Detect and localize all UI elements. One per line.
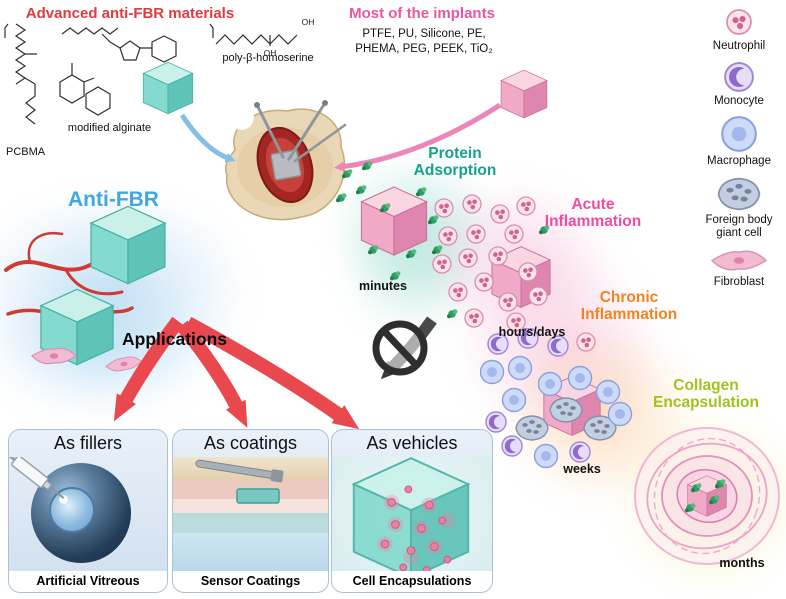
stage-acute-time: hours/days bbox=[498, 325, 566, 339]
atom-label-oh2: OH bbox=[302, 17, 315, 27]
iris-graphic bbox=[49, 487, 95, 533]
implant-site-graphic bbox=[224, 100, 347, 221]
stage-chronic-time: weeks bbox=[563, 462, 601, 476]
legend-item-macrophage: Macrophage bbox=[707, 115, 771, 168]
stage-chronic-inflammation-graphic bbox=[480, 328, 633, 469]
homoserine-label: poly-β-homoserine bbox=[222, 52, 314, 64]
implant-list-line1: PTFE, PU, Silicone, PE, bbox=[362, 28, 486, 40]
stage-collagen-time: months bbox=[719, 556, 765, 570]
fibroblast-icon bbox=[711, 250, 767, 271]
blue-arrow bbox=[179, 113, 236, 163]
implanted-sensor-icon bbox=[195, 459, 284, 504]
tissue-layer-fluid bbox=[173, 533, 328, 571]
panel-caption: Artificial Vitreous bbox=[9, 571, 167, 592]
panel-caption: Sensor Coatings bbox=[173, 571, 328, 592]
applications-label: Applications bbox=[122, 329, 228, 349]
materials-title: Advanced anti-FBR materials bbox=[25, 5, 235, 22]
legend-item-fbgc: Foreign body giant cell bbox=[699, 176, 779, 239]
panel-title: As fillers bbox=[53, 433, 122, 453]
legend-label: Macrophage bbox=[707, 155, 771, 168]
implant-list-line2: PHEMA, PEG, PEEK, TiO₂ bbox=[355, 42, 493, 55]
sensor-coating-image bbox=[173, 457, 328, 571]
panel-title: As coatings bbox=[203, 433, 298, 453]
stage-chronic-inflammation-label: Chronic Inflammation bbox=[580, 289, 678, 324]
stage-collagen-encapsulation-label: Collagen Encapsulation bbox=[653, 377, 759, 412]
material-to-implant-arrows bbox=[179, 102, 502, 172]
stage-protein-adsorption-label: Protein Adsorption bbox=[413, 145, 497, 180]
macrophage-icon bbox=[721, 116, 757, 153]
encapsulated-cells bbox=[377, 485, 456, 571]
cell-encapsulation-image bbox=[332, 457, 492, 571]
legend-label: Foreign body giant cell bbox=[705, 213, 773, 239]
stage-acute-inflammation-label: Acute Inflammation bbox=[544, 196, 642, 231]
anti-fbr-cube-1 bbox=[90, 205, 166, 285]
foreign-body-giant-cell-icon bbox=[717, 177, 761, 211]
homoserine-structure-graphic: OH OH bbox=[215, 17, 315, 58]
eye-glint bbox=[59, 495, 68, 504]
blocked-fbr-icon bbox=[372, 316, 437, 380]
legend-item-monocyte: Monocyte bbox=[714, 61, 764, 108]
legend-item-fibroblast: Fibroblast bbox=[711, 247, 767, 289]
monocyte-icon bbox=[724, 61, 754, 92]
pink-arrow bbox=[334, 102, 502, 172]
legend-item-neutrophil: Neutrophil bbox=[713, 6, 765, 53]
neutrophil-icon bbox=[726, 9, 752, 35]
panel-as-vehicles: As vehicles Cell Encapsulations bbox=[331, 429, 493, 593]
implants-title: Most of the implants bbox=[349, 5, 495, 22]
cell-legend: Neutrophil Monocyte Macrophage Foreign b… bbox=[694, 6, 784, 297]
stage-collagen-encapsulation-graphic bbox=[634, 427, 780, 565]
panel-as-fillers: As fillers Artificial Vitreous bbox=[8, 429, 168, 593]
modified-alginate-label: modified alginate bbox=[67, 122, 152, 134]
implant-materials-list: PTFE, PU, Silicone, PE, PHEMA, PEG, PEEK… bbox=[326, 27, 522, 57]
anti-fbr-title: Anti-FBR bbox=[68, 188, 159, 211]
tissue-layer-teal bbox=[173, 513, 328, 533]
panel-title: As vehicles bbox=[366, 433, 458, 453]
tissue-layer-fat bbox=[173, 499, 328, 513]
pcbma-label: PCBMA bbox=[6, 146, 46, 158]
legend-label: Monocyte bbox=[714, 94, 764, 107]
stage-protein-time: minutes bbox=[359, 279, 407, 293]
legend-label: Fibroblast bbox=[713, 276, 765, 289]
panel-as-coatings: As coatings Sensor Coatings bbox=[172, 429, 329, 593]
application-arrows bbox=[113, 316, 360, 430]
panel-caption: Cell Encapsulations bbox=[332, 571, 492, 592]
syringe-icon bbox=[9, 457, 65, 499]
legend-label: Neutrophil bbox=[712, 40, 766, 52]
artificial-vitreous-image bbox=[9, 457, 167, 571]
chemical-structures-graphic bbox=[4, 23, 214, 125]
atom-label-oh: OH bbox=[264, 48, 277, 58]
